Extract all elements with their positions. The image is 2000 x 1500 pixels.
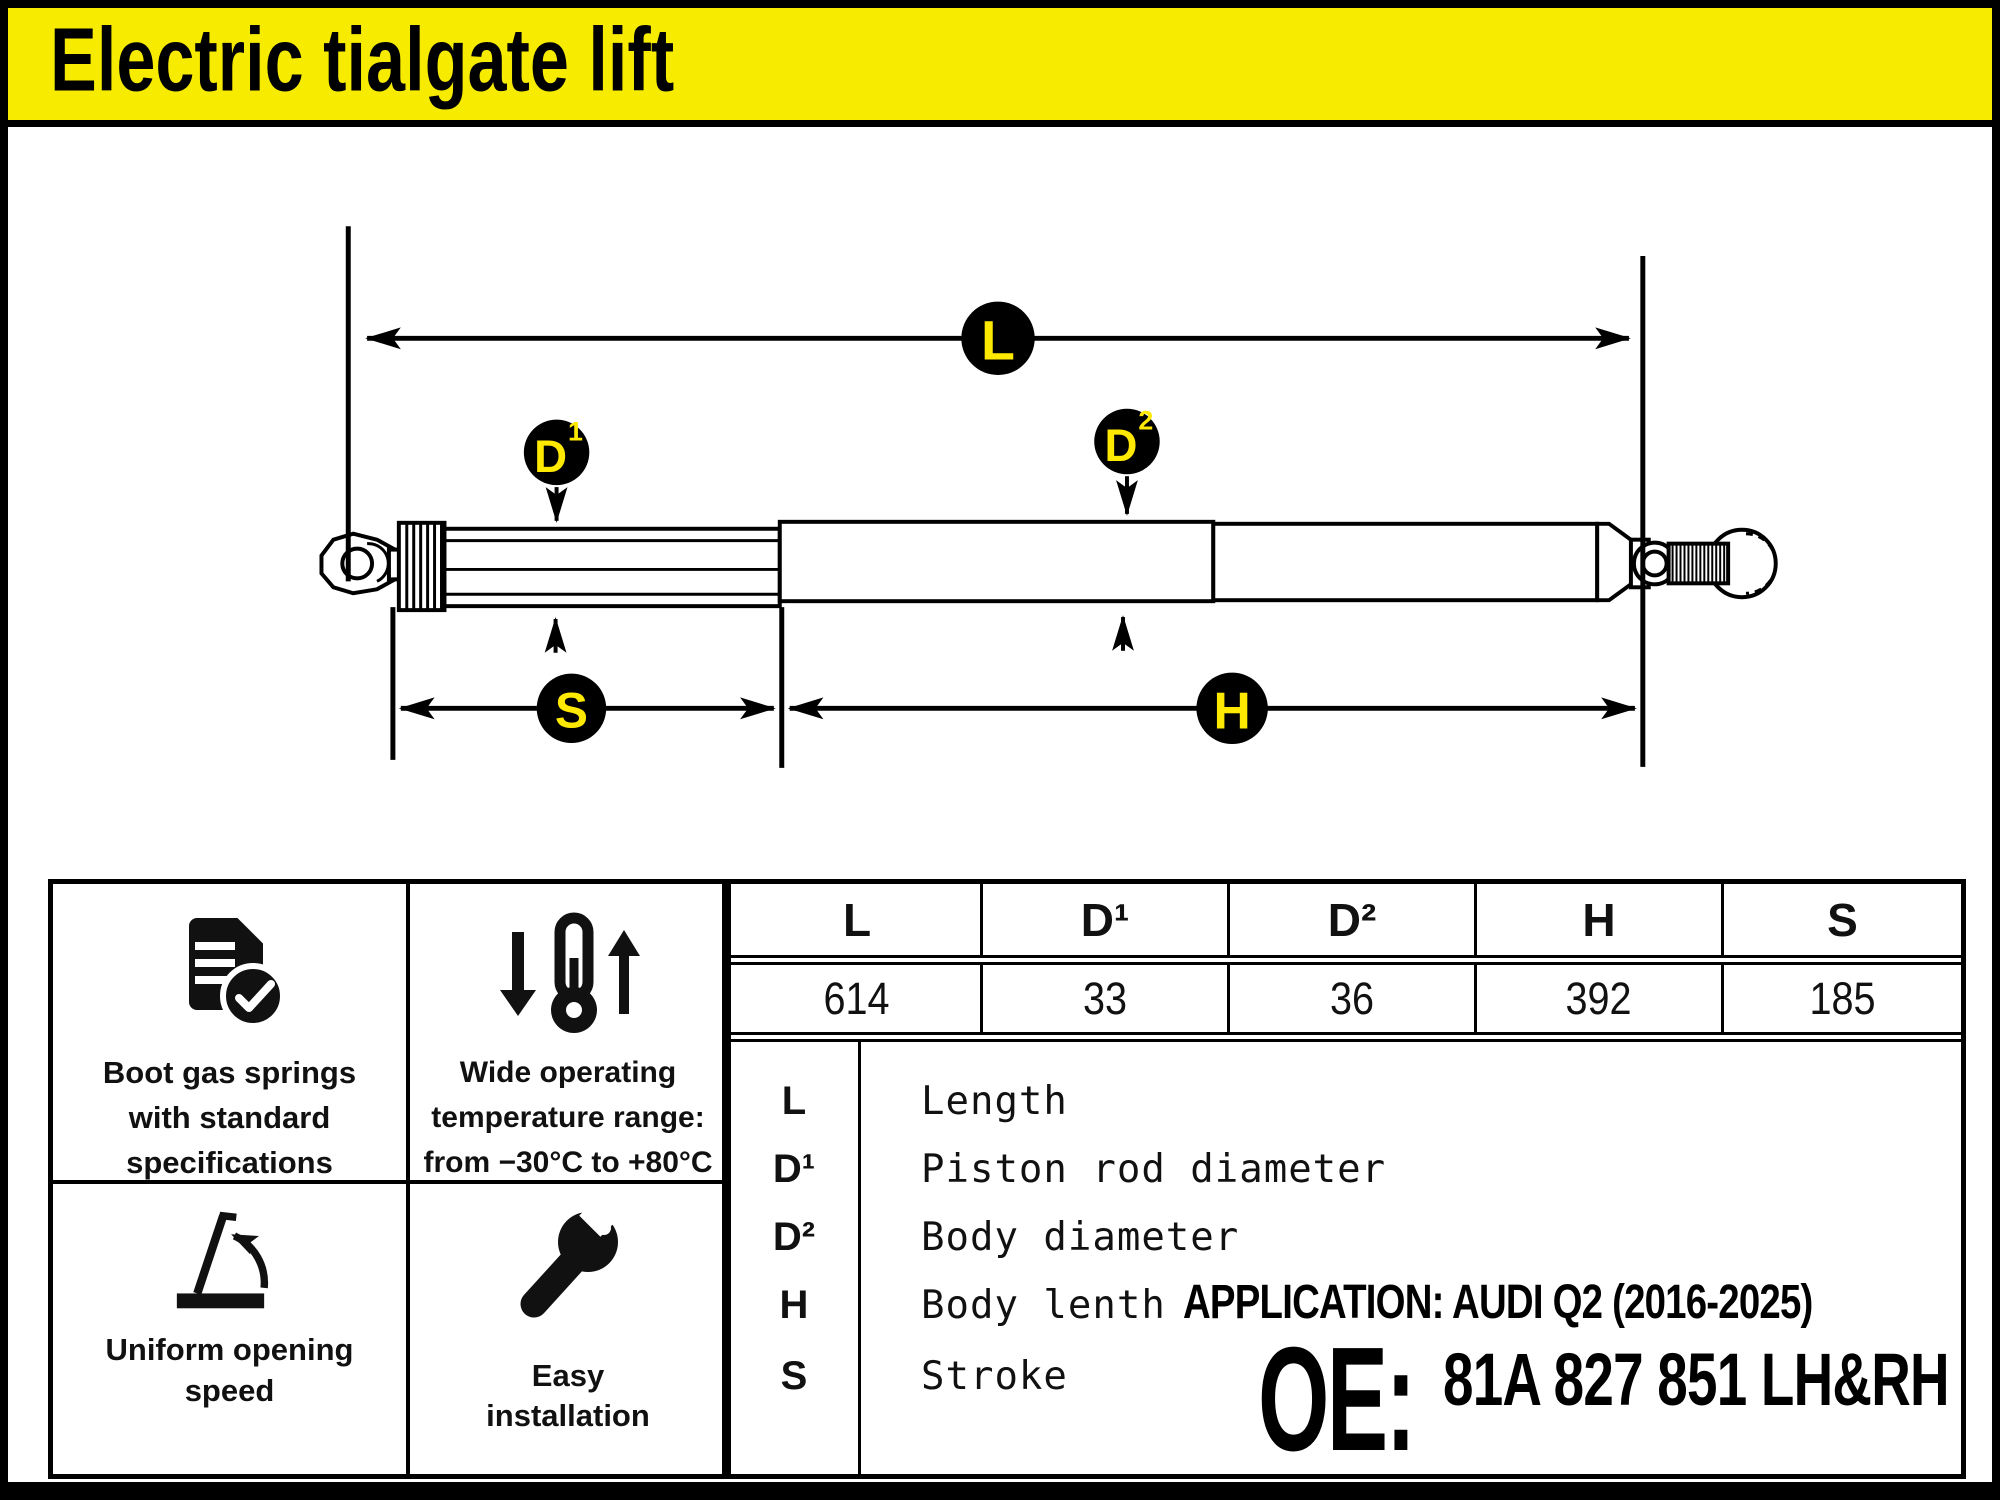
legend-symbol-H: H (779, 1282, 809, 1327)
strut-drawing (319, 519, 1778, 613)
legend-symbol-L: L (781, 1078, 807, 1123)
label-H-bubble (1196, 672, 1268, 745)
thermometer-range-icon (500, 912, 640, 1033)
spec-value-L: 614 (823, 972, 891, 1024)
wrench-icon (520, 1202, 619, 1318)
feature-text-temperature: Wide operating temperature range: from −… (423, 1056, 713, 1179)
legend-symbol-D1: D¹ (772, 1146, 816, 1191)
legend-divider (858, 1042, 861, 1474)
spec-header-D1: D¹ (1080, 893, 1130, 946)
dimension-labels: L D 1 D 2 S H (523, 301, 1268, 745)
spec-value-D1: 33 (1082, 972, 1128, 1024)
label-D2-bubble (1094, 408, 1160, 475)
label-L-bubble (961, 301, 1035, 376)
document-check-icon (189, 914, 286, 1029)
spec-value-S: 185 (1809, 972, 1876, 1024)
label-S: S (555, 682, 588, 738)
grid-divider (722, 884, 731, 1474)
spec-header-L: L (842, 893, 872, 946)
label-D1-bubble (523, 419, 590, 486)
middle-tube (777, 519, 1216, 604)
uniform-speed-icon (176, 1211, 269, 1309)
spec-panel: L D¹ D² H S 614 33 36 392 185 L D¹ D² H … (48, 879, 1966, 1479)
feature-text-uniform-speed: Uniform opening speed (105, 1332, 354, 1408)
eyelet-hole (1640, 549, 1669, 578)
legend-desc-H: Body lenth (921, 1282, 1166, 1328)
label-D2: D (1105, 420, 1138, 471)
threaded-stud (1666, 541, 1731, 586)
oe-label: OE: (1258, 1317, 1416, 1482)
label-S-bubble (536, 673, 607, 744)
grid-divider (53, 1180, 726, 1184)
label-D1-sup: 1 (568, 417, 583, 447)
legend-desc-L: Length (921, 1078, 1068, 1124)
feature-text-gas-springs: Boot gas springs with standard specifica… (102, 1055, 357, 1180)
gas-strut-diagram: L D 1 D 2 S H (319, 226, 1778, 768)
legend-desc-D2: Body diameter (921, 1214, 1240, 1260)
label-D2-sup: 2 (1138, 406, 1153, 436)
oe-number: 81A 827 851 LH&RH (1443, 1338, 1950, 1421)
spec-header-S: S (1827, 893, 1858, 946)
label-D1: D (534, 431, 567, 482)
legend-desc-D1: Piston rod diameter (921, 1146, 1387, 1192)
table-divider (731, 1032, 1961, 1042)
legend-symbol-D2: D² (772, 1214, 816, 1259)
outer-body (1211, 521, 1600, 603)
spec-value-H: 392 (1565, 972, 1633, 1024)
page-title: Electric tialgate lift (50, 10, 675, 111)
legend-symbol-S: S (780, 1353, 808, 1398)
application-text: APPLICATION: AUDI Q2 (2016-2025) (1183, 1275, 1813, 1329)
label-H: H (1214, 681, 1251, 739)
grid-divider (406, 884, 410, 1474)
feature-text-easy-install: Easy installation (486, 1358, 650, 1433)
spec-header-D2: D² (1327, 893, 1377, 946)
legend-desc-S: Stroke (921, 1353, 1068, 1399)
title-banner: Electric tialgate lift (8, 8, 1992, 127)
extension-lines (345, 226, 1646, 768)
spec-header-H: H (1582, 893, 1616, 946)
spec-value-D2: 36 (1329, 972, 1375, 1024)
label-L: L (981, 309, 1015, 371)
table-divider (731, 955, 1961, 965)
